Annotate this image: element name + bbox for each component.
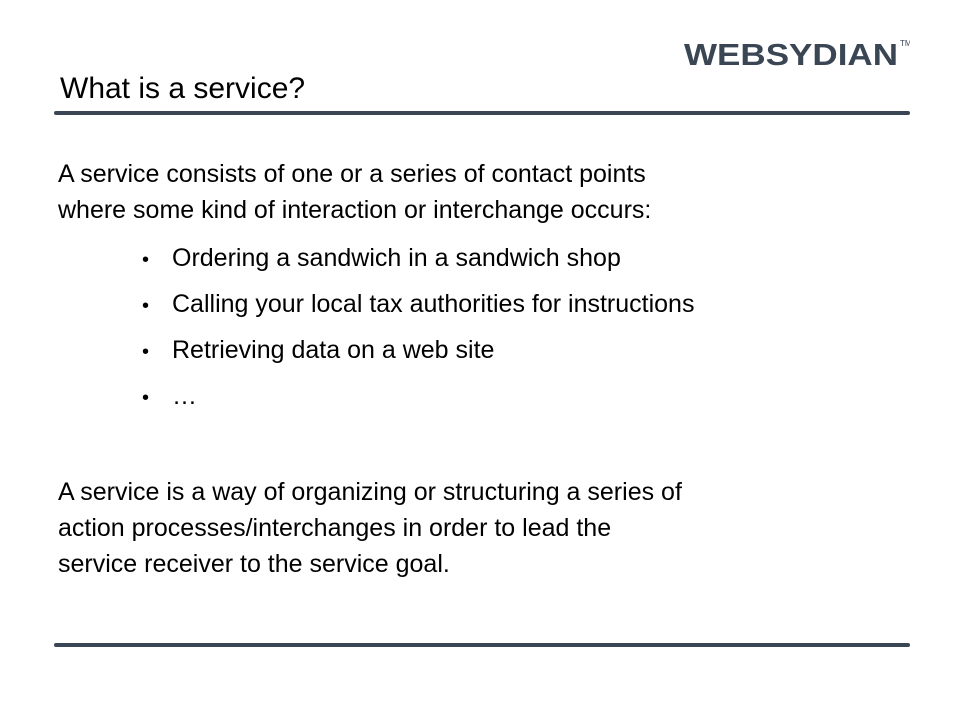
paragraph-line: service receiver to the service goal. — [58, 550, 450, 578]
paragraph-line: action processes/interchanges in order t… — [58, 514, 612, 542]
bullet-item: • Calling your local tax authorities for… — [142, 286, 694, 332]
slide-title: What is a service? — [60, 72, 306, 105]
bullet-text: Ordering a sandwich in a sandwich shop — [172, 244, 621, 272]
logo-wordmark: WEBSYDIAN — [684, 37, 898, 70]
paragraph-line: A service is a way of organizing or stru… — [58, 478, 682, 506]
top-divider — [54, 111, 910, 115]
paragraph-line: where some kind of interaction or interc… — [58, 196, 652, 224]
bullet-dot: • — [142, 387, 150, 409]
bullet-dot: • — [142, 295, 150, 317]
bullet-text: Retrieving data on a web site — [172, 336, 495, 364]
bullet-dot: • — [142, 249, 150, 271]
bullet-dot: • — [142, 341, 150, 363]
bullet-item: • … — [142, 378, 694, 424]
bullet-text: … — [172, 382, 197, 410]
example-bullet-list: • Ordering a sandwich in a sandwich shop… — [142, 240, 694, 424]
bullet-item: • Retrieving data on a web site — [142, 332, 694, 378]
bullet-item: • Ordering a sandwich in a sandwich shop — [142, 240, 694, 286]
paragraph-service-structure: A service is a way of organizing or stru… — [58, 474, 928, 582]
bottom-divider — [54, 643, 910, 647]
paragraph-line: A service consists of one or a series of… — [58, 160, 646, 188]
logo-trademark: TM — [900, 39, 910, 48]
bullet-text: Calling your local tax authorities for i… — [172, 290, 695, 318]
websydian-logo: WEBSYDIAN TM — [684, 36, 910, 70]
websydian-logo-graphic: WEBSYDIAN TM — [684, 37, 910, 70]
paragraph-service-definition: A service consists of one or a series of… — [58, 156, 928, 228]
